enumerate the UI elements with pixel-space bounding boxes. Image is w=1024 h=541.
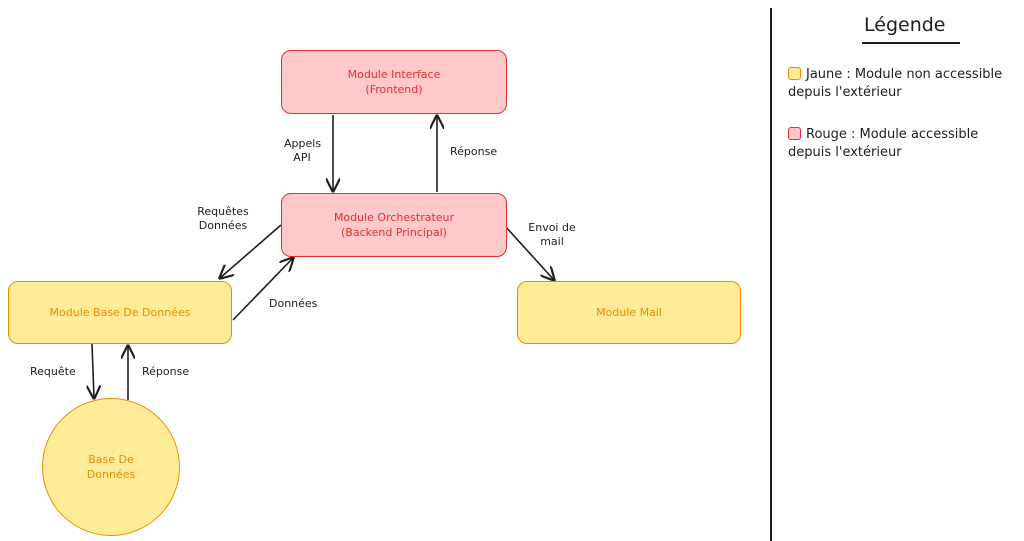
module-orchestrateur-node: Module Orchestrateur (Backend Principal) xyxy=(281,193,507,257)
yellow-swatch-icon xyxy=(788,67,801,80)
legend-title: Légende xyxy=(864,14,946,36)
module-base-de-donnees-node: Module Base De Données xyxy=(8,281,232,344)
edge-label-requetes-donnees: Requêtes Données xyxy=(197,205,249,232)
database-label: Base De Données xyxy=(86,453,136,481)
legend-item-yellow-text: Jaune : Module non accessible depuis l'e… xyxy=(788,67,1003,100)
module-mail-label: Module Mail xyxy=(596,306,662,319)
legend-title-underline xyxy=(862,42,960,44)
legend-divider xyxy=(770,8,772,541)
legend-item-red-text: Rouge : Module accessible depuis l'extér… xyxy=(788,127,979,160)
arrow-donnees xyxy=(232,258,293,321)
arrow-requetes-donnees xyxy=(220,224,282,278)
edge-label-reponse-top: Réponse xyxy=(450,145,498,158)
edge-label-reponse-bottom: Réponse xyxy=(142,365,190,378)
module-interface-label: Module Interface (Frontend) xyxy=(347,68,441,96)
module-orchestrateur-label: Module Orchestrateur (Backend Principal) xyxy=(333,211,455,239)
legend-item-red: Rouge : Module accessible depuis l'extér… xyxy=(788,126,1018,162)
edge-label-donnees: Données xyxy=(269,297,318,310)
edge-label-envoi-mail: Envoi de mail xyxy=(528,221,576,248)
arrow-envoi-mail xyxy=(504,225,554,280)
module-base-de-donnees-label: Module Base De Données xyxy=(49,306,191,319)
edge-label-appels-api: Appels API xyxy=(284,137,322,164)
arrow-requete xyxy=(92,343,94,398)
red-swatch-icon xyxy=(788,127,801,140)
legend-item-yellow: Jaune : Module non accessible depuis l'e… xyxy=(788,66,1018,102)
database-node: Base De Données xyxy=(42,398,180,536)
edge-label-requete: Requête xyxy=(30,365,76,378)
module-interface-node: Module Interface (Frontend) xyxy=(281,50,507,114)
module-mail-node: Module Mail xyxy=(517,281,741,344)
